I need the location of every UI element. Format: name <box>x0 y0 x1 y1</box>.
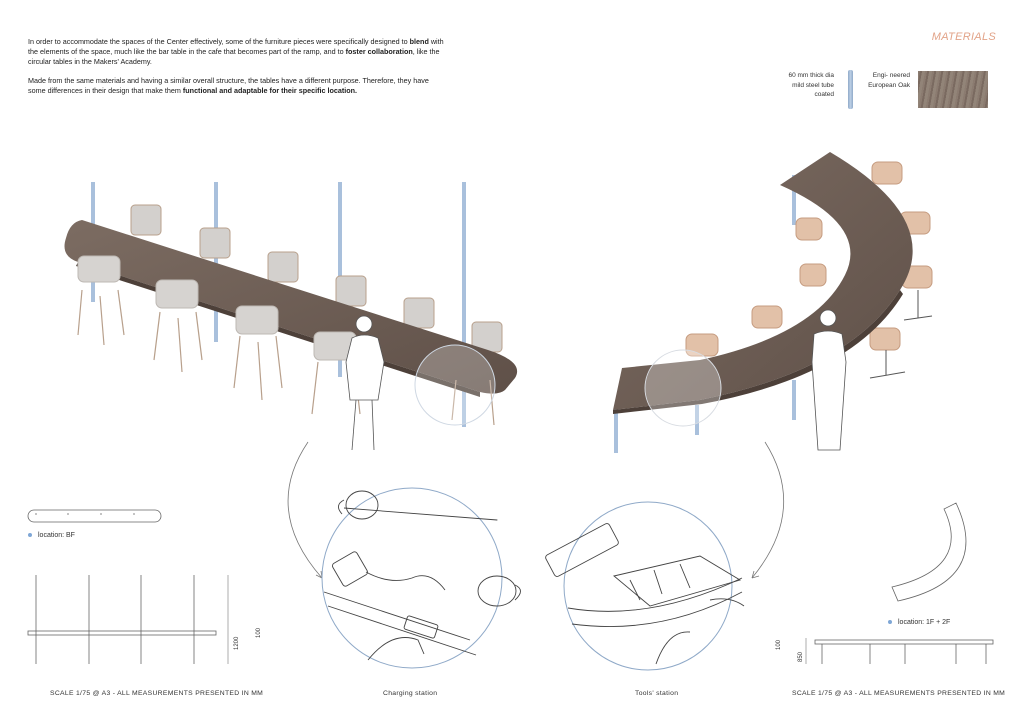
materials-title: MATERIALS <box>931 31 996 43</box>
caption-tools-station: Tools' station <box>635 690 679 697</box>
intro-text: In order to accommodate the spaces of th… <box>28 37 448 105</box>
intro-paragraph-2: Made from the same materials and having … <box>28 76 429 95</box>
intro-paragraph-1: In order to accommodate the spaces of th… <box>28 37 444 66</box>
oak-material-label: Engi- neered European Oak <box>868 72 910 89</box>
bar-table-elevation <box>27 575 229 664</box>
steel-material-swatch <box>848 70 853 109</box>
location-dot-icon <box>28 533 32 538</box>
bar-table-plan <box>27 509 162 523</box>
curved-table-plan <box>891 502 967 602</box>
caption-charging-station: Charging station <box>383 690 438 697</box>
charging-station-detail <box>321 487 521 669</box>
dimension-height-right: 850 <box>798 651 804 662</box>
dimension-top-right: 100 <box>776 639 782 650</box>
location-basement: location: BF <box>28 532 75 539</box>
scale-caption-right: SCALE 1/75 @ A3 - ALL MEASUREMENTS PRESE… <box>792 690 1006 697</box>
dimension-height-left: 1200 <box>234 636 240 650</box>
curved-table-illustration <box>613 152 933 453</box>
curved-table-elevation <box>805 638 994 664</box>
scale-caption-left: SCALE 1/75 @ A3 - ALL MEASUREMENTS PRESE… <box>50 690 264 697</box>
connector-arcs <box>287 441 785 579</box>
dimension-top-left: 100 <box>256 627 262 638</box>
steel-material-label: 60 mm thick dia mild steel tube coated <box>788 72 834 98</box>
oak-material-swatch <box>918 71 988 108</box>
tools-station-detail <box>545 501 745 671</box>
bar-table-illustration <box>64 182 518 451</box>
location-dot-icon <box>888 620 892 625</box>
location-floors: location: 1F + 2F <box>888 619 950 626</box>
